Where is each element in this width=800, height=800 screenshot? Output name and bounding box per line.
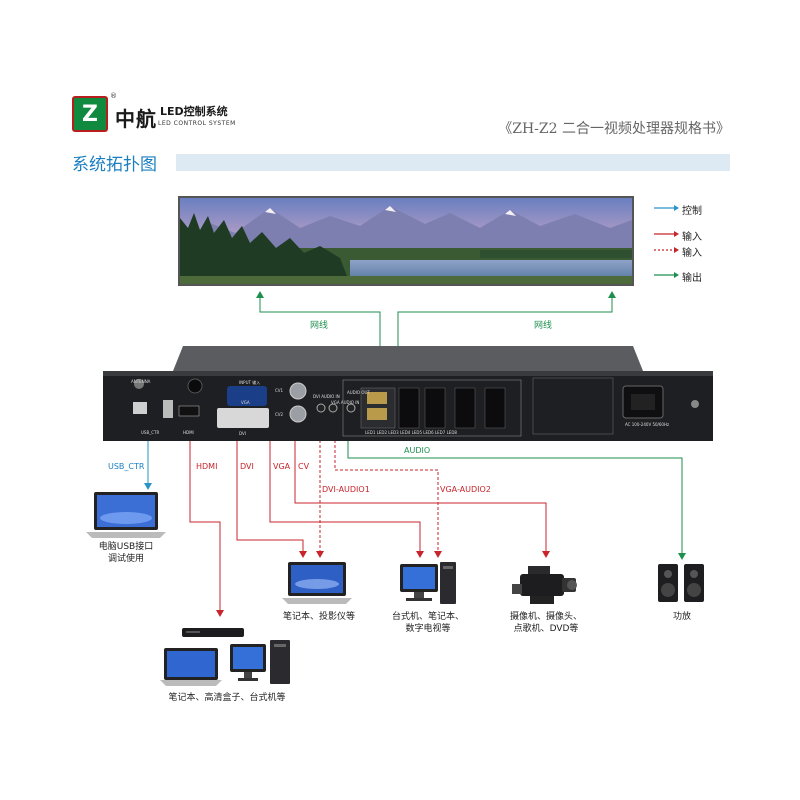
audio-out-label: AUDIO OUT: [347, 390, 370, 395]
audio-label: AUDIO: [404, 446, 430, 455]
camera-caption: 摄像机、摄像头、 点歌机、DVD等: [498, 611, 594, 635]
hdmi-sources-icon: [160, 626, 296, 688]
desktop-caption: 台式机、笔记本、 数字电视等: [378, 611, 478, 635]
desktop-caption-line1: 台式机、笔记本、: [378, 611, 478, 623]
dvi-audio-label: DVI-AUDIO1: [322, 485, 370, 494]
usb-label: USB_CTR: [108, 462, 144, 471]
cv1-label: CV1: [275, 388, 283, 393]
dvi-port-label: DVI: [239, 431, 246, 436]
hdmi-label: HDMI: [196, 462, 217, 471]
usb-pc-caption: 电脑USB接口 调试使用: [76, 541, 176, 565]
laptop-projector-icon: [282, 560, 352, 606]
cv2-label: CV2: [275, 412, 283, 417]
amplifier-caption: 功放: [656, 611, 708, 623]
camera-caption-line1: 摄像机、摄像头、: [498, 611, 594, 623]
power-label: AC 100-240V 50/60Hz: [625, 422, 669, 427]
speaker-icon: [656, 562, 708, 604]
net-label-right: 网线: [534, 318, 552, 331]
vga-label: VGA: [273, 462, 290, 471]
vga-audio-label: VGA-AUDIO2: [440, 485, 491, 494]
laptop-icon: [86, 490, 166, 540]
desktop-computer-icon: [398, 560, 460, 608]
dvi-audio-in-label: DVI AUDIO IN: [313, 394, 340, 399]
vga-port-label: VGA: [241, 400, 250, 405]
laptop-projector-caption: 笔记本、投影仪等: [266, 611, 372, 623]
vga-audio-in-label: VGA AUDIO IN: [331, 400, 359, 405]
camera-caption-line2: 点歌机、DVD等: [498, 623, 594, 635]
usb-pc-caption-line2: 调试使用: [76, 553, 176, 565]
video-processor-rear-panel: ANTENNA USB_CTR HDMI INPUT 输入 VGA DVI CV…: [103, 346, 713, 441]
usb-pc-caption-line1: 电脑USB接口: [76, 541, 176, 553]
dvi-label: DVI: [240, 462, 254, 471]
input-title-label: INPUT 输入: [239, 380, 260, 386]
usb-port-label: USB_CTR: [141, 430, 159, 435]
hdmi-port-label: HDMI: [183, 430, 194, 435]
hdmi-sources-caption: 笔记本、高清盒子、台式机等: [150, 692, 304, 704]
desktop-caption-line2: 数字电视等: [378, 623, 478, 635]
net-label-left: 网线: [310, 318, 328, 331]
led-ports-label: LED1 LED2 LED3 LED4 LED5 LED6 LED7 LED8: [365, 430, 457, 435]
antenna-label: ANTENNA: [131, 379, 150, 384]
video-camera-icon: [510, 560, 580, 608]
cv-label: CV: [298, 462, 309, 471]
